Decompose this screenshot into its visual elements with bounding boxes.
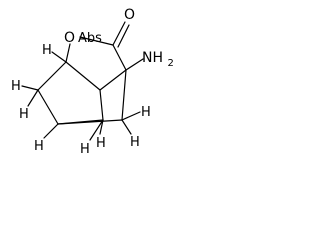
hydrogen-label-layer: H H H H H H H H [11, 43, 151, 157]
bond-quaternary-to-amino [125, 58, 144, 71]
carbonyl-oxygen-label: O [124, 7, 135, 23]
stereo-abs-label: Abs [78, 31, 102, 46]
amino-label: NH 2 [142, 50, 174, 69]
ring-oxygen-label: O [64, 30, 75, 46]
h-label-bottom-ch: H [34, 139, 44, 154]
bond-ring-o-to-bridgehead [65, 43, 71, 63]
bond-h-bridgehead [51, 51, 67, 63]
molecule-structure-diagram: O Abs O NH 2 H H H H H H H H [11, 7, 174, 157]
bond-h-bottom-ch [43, 123, 59, 139]
bond-left-ch2-to-bottom-ch [37, 89, 59, 125]
bond-carbonyl-double-2 [117, 24, 130, 48]
h-label-bridgehead: H [42, 43, 52, 58]
bond-right-ch2-to-quaternary [121, 69, 127, 121]
bond-h-right-ch2-a [121, 111, 141, 121]
bond-h-left-ch2-a [21, 85, 39, 91]
amino-subscript-text: 2 [167, 58, 173, 69]
bond-carbonyl-double-1 [112, 21, 126, 46]
bond-layer [21, 21, 144, 141]
bond-central-to-quaternary [99, 69, 127, 91]
h-label-bridge-ch-b: H [80, 142, 90, 157]
bond-ring-o-to-carbonyl-carbon [79, 36, 114, 46]
bond-bridgehead-to-central [65, 61, 101, 91]
bond-h-bridge-ch-b [89, 119, 104, 141]
bond-h-bridge-ch-a [99, 119, 104, 135]
bond-h-left-ch2-b [27, 89, 39, 107]
h-label-left-ch2-a: H [11, 79, 21, 94]
atom-label-layer: O Abs O NH 2 [64, 7, 174, 69]
bond-carbonyl-carbon-to-quaternary [112, 44, 127, 71]
h-label-left-ch2-b: H [19, 107, 29, 122]
h-label-right-ch2-a: H [141, 105, 151, 120]
bond-bottom-ch-to-bridge-ch [57, 119, 104, 125]
bond-bridgehead-to-left-ch2 [37, 61, 67, 91]
bond-central-to-lower-right [99, 89, 104, 121]
h-label-bridge-ch-a: H [96, 136, 106, 151]
bond-h-right-ch2-b [121, 119, 132, 135]
h-label-right-ch2-b: H [130, 135, 140, 150]
amino-nh-text: NH [142, 50, 163, 66]
